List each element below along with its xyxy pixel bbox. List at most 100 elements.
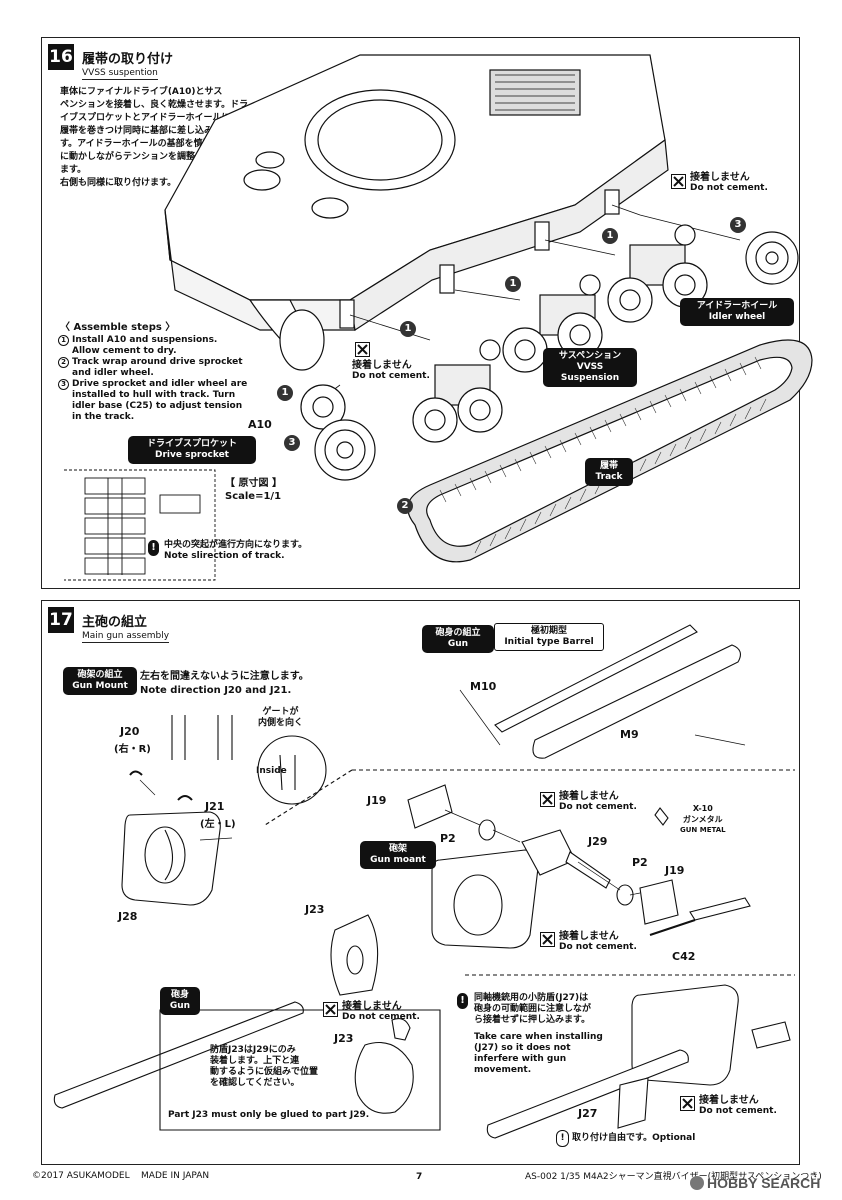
footer-copyright: ©2017 ASUKAMODEL MADE IN JAPAN — [32, 1171, 210, 1181]
assemble-step: 1 Install A10 and suspensions. Allow cem… — [58, 335, 290, 357]
assemble-steps-heading: 〈 Assemble steps 〉 — [60, 322, 176, 333]
assemble-step-text: Allow cement to dry. — [72, 346, 177, 356]
initial-type-en: Initial type Barrel — [504, 637, 594, 647]
paint-en: GUN METAL — [680, 826, 726, 834]
instruction-line: 履帯を巻きつけ同時に基部に差し込みま — [60, 126, 223, 136]
instruction-line: に動かしながらテンションを調整し — [60, 152, 205, 162]
no-cement-jp: 接着しません — [559, 931, 619, 942]
instruction-line: ペンションを接着し、良く乾燥させます。ドラ — [60, 100, 249, 110]
no-cement-en: Do not cement. — [699, 1106, 777, 1116]
assemble-steps: 〈 Assemble steps 〉 1 Install A10 and sus… — [58, 322, 290, 423]
step-17-title: 主砲の組立 — [82, 615, 148, 630]
part-j23-top: J23 — [305, 903, 325, 916]
part-a10: A10 — [248, 418, 272, 431]
gun-jp: 砲身 — [170, 990, 189, 1000]
instruction-line: 右側も同様に取り付けます。 — [60, 178, 177, 188]
j27-note-en-line: inferfere with gun — [474, 1054, 567, 1064]
no-cement-label: 接着しません Do not cement. — [690, 172, 768, 194]
j23-note-line: を確認してください。 — [210, 1078, 300, 1088]
assemble-step-text: Drive sprocket and idler wheel are — [72, 379, 248, 389]
assemble-step-text: and idler wheel. — [72, 368, 154, 378]
page-number: 7 — [416, 1172, 423, 1182]
assemble-step: 3 Drive sprocket and idler wheel are ins… — [58, 379, 290, 423]
idler-jp: アイドラーホイール — [696, 301, 778, 311]
part-m9: M9 — [620, 728, 639, 741]
assemble-step-text: in the track. — [72, 412, 135, 422]
no-cement-label: 接着しません Do not cement. — [559, 931, 637, 953]
gun-en: Gun — [169, 1001, 191, 1011]
part-j19-left: J19 — [367, 794, 387, 807]
instruction-line: す。アイドラーホイールの基部を慎重 — [60, 139, 212, 149]
no-cement-label: 接着しません Do not cement. — [352, 360, 430, 382]
x-mark-icon — [673, 176, 684, 187]
assemble-step-text: installed to hull with track. Turn — [72, 390, 236, 400]
part-j23-inset: J23 — [334, 1032, 354, 1045]
no-cement-icon — [680, 1096, 695, 1111]
suspension-jp: サスペンション — [558, 351, 622, 361]
x-mark-icon — [542, 934, 553, 945]
j27-note-line: 砲身の可動範囲に注意しなが — [474, 1004, 592, 1014]
no-cement-label: 接着しません Do not cement. — [342, 1001, 420, 1023]
scale-heading: 【 原寸図 】 — [225, 478, 282, 489]
paint-callout: X-10 ガンメタル GUN METAL — [680, 803, 726, 836]
step-marker: 2 — [397, 498, 413, 514]
no-cement-icon — [323, 1002, 338, 1017]
gate-note-line: 内側を向く — [258, 718, 304, 728]
gun-barrel-jp: 砲身の組立 — [435, 628, 481, 638]
part-p2-right: P2 — [632, 856, 648, 869]
gun-mount-label: 砲架の組立 Gun Mount — [63, 667, 137, 695]
scale-note: 【 原寸図 】 Scale=1/1 — [225, 478, 395, 502]
watermark: HOBBY SEARCH — [690, 1175, 820, 1191]
j27-note: 同軸機銃用の小防盾(J27)は 砲身の可動範囲に注意しなが ら接着せずに押し込み… — [474, 993, 644, 1076]
j23-note-line: 装着します。上下と連 — [210, 1056, 300, 1066]
direction-note-jp: 左右を間違えないように注意します。 — [140, 671, 309, 682]
gate-note-line: ゲートが — [262, 707, 299, 717]
gun-label: 砲身 Gun — [160, 987, 200, 1015]
no-cement-icon — [540, 792, 555, 807]
warning-icon: ! — [457, 993, 468, 1009]
gun-mount-en: Gun Mount — [72, 681, 128, 691]
suspension-en1: VVSS — [576, 362, 604, 372]
warning-icon: ! — [148, 540, 159, 556]
part-c42: C42 — [672, 950, 696, 963]
suspension-label: サスペンション VVSS Suspension — [543, 348, 637, 387]
part-j20: J20 — [120, 725, 140, 738]
no-cement-icon — [671, 174, 686, 189]
no-cement-jp: 接着しません — [699, 1095, 759, 1106]
j23-note: 防盾J23はJ29にのみ 装着します。上下と連 動するように仮組みで位置 を確認… — [210, 1045, 350, 1089]
gun-moant-label: 砲架 Gun moant — [360, 841, 436, 869]
j23-note-line: 防盾J23はJ29にのみ — [210, 1045, 296, 1055]
drive-sprocket-label: ドライブスプロケット Drive sprocket — [128, 436, 256, 464]
assemble-step-text: Track wrap around drive sprocket — [72, 357, 243, 367]
watermark-text: HOBBY SEARCH — [707, 1175, 821, 1191]
j23-note-en: Part J23 must only be glued to part J29. — [168, 1110, 370, 1120]
instruction-line: 車体にファイナルドライブ(A10)とサス — [60, 87, 223, 97]
track-direction-note: 中央の突起が進行方向になります。 Note slirection of trac… — [164, 540, 364, 562]
gun-barrel-en: Gun — [447, 639, 469, 649]
j27-note-en-line: Take care when installing — [474, 1032, 603, 1042]
step-17-number: 17 — [48, 607, 74, 633]
suspension-en2: Suspension — [560, 373, 620, 383]
part-j19-right: J19 — [665, 864, 685, 877]
initial-type-jp: 極初期型 — [530, 626, 567, 636]
part-j21: J21 — [205, 800, 225, 813]
no-cement-jp: 接着しません — [559, 791, 619, 802]
inside-label: Inside — [256, 766, 287, 776]
idler-en: Idler wheel — [708, 312, 766, 322]
sprocket-en: Drive sprocket — [154, 450, 229, 460]
no-cement-en: Do not cement. — [690, 183, 768, 193]
step-17-subtitle: Main gun assembly — [82, 631, 170, 643]
j27-note-en-line: movement. — [474, 1065, 532, 1075]
gate-note: ゲートが 内側を向く — [258, 707, 303, 729]
direction-note-en: Note direction J20 and J21. — [140, 685, 292, 696]
no-cement-jp: 接着しません — [690, 172, 750, 183]
step-17-frame — [41, 600, 800, 1165]
gun-mount-jp: 砲架の組立 — [77, 670, 123, 680]
x-mark-icon — [542, 794, 553, 805]
step-16-number: 16 — [48, 44, 74, 70]
part-j29: J29 — [588, 835, 608, 848]
no-cement-jp: 接着しません — [342, 1001, 402, 1012]
paint-code: X-10 — [692, 804, 713, 813]
sprocket-jp: ドライブスプロケット — [146, 439, 237, 449]
gun-moant-en: Gun moant — [370, 855, 426, 865]
